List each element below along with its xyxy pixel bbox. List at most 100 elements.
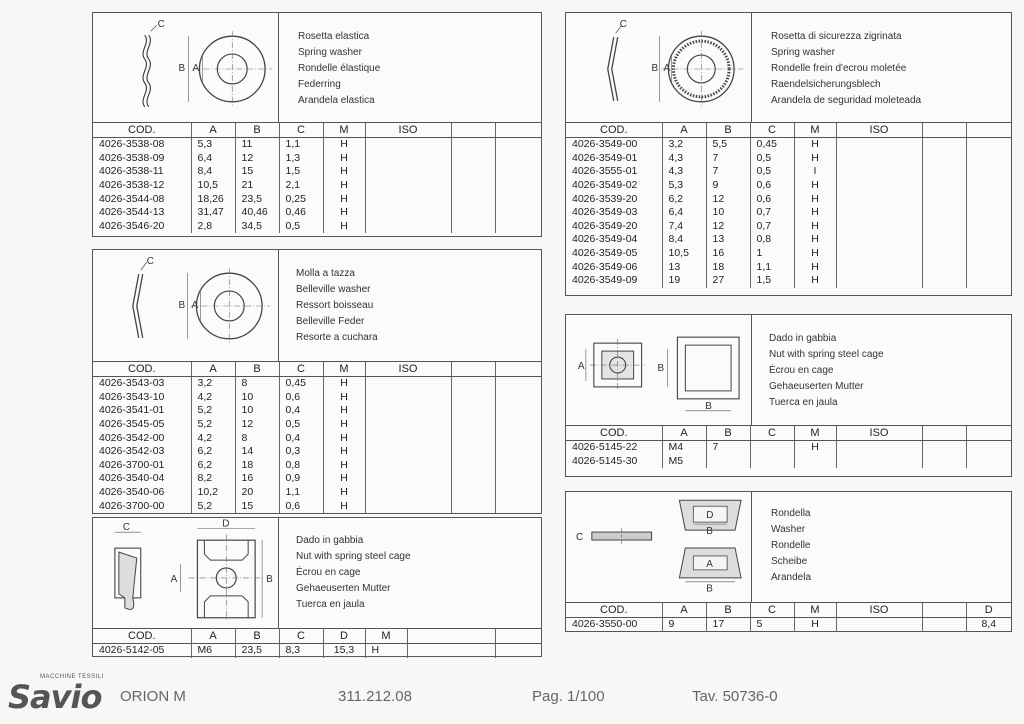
table-cell: 4026-3555-01 bbox=[572, 165, 638, 178]
column-header bbox=[921, 602, 966, 618]
table-cell bbox=[921, 137, 966, 152]
table-cell: 1,1 bbox=[278, 137, 323, 152]
table-cell bbox=[835, 260, 922, 274]
dim-label: C bbox=[123, 522, 130, 533]
table-cell bbox=[965, 192, 1011, 206]
table-cell bbox=[450, 178, 495, 193]
dim-label: C bbox=[158, 19, 165, 30]
column-header: M bbox=[793, 425, 836, 441]
table-cell: 0,7 bbox=[749, 205, 794, 220]
description-line: Spring washer bbox=[298, 47, 362, 58]
table-cell: 10 bbox=[234, 404, 279, 418]
table-cell bbox=[965, 219, 1011, 234]
table-cell: 20 bbox=[234, 485, 279, 500]
description-line: Dado in gabbia bbox=[769, 333, 837, 344]
dim-label: A bbox=[191, 300, 198, 311]
dim-label: D bbox=[222, 518, 229, 529]
table-cell: 4026-3540-04 bbox=[99, 472, 165, 485]
table-cell: 6,2 bbox=[190, 458, 235, 473]
table-cell bbox=[921, 617, 966, 632]
column-header bbox=[965, 122, 1011, 138]
table-cell: 14 bbox=[234, 444, 279, 459]
table-cell: 9 bbox=[705, 178, 750, 193]
table-cell: H bbox=[793, 205, 836, 220]
table-cell: 5,2 bbox=[190, 404, 235, 418]
table-cell bbox=[965, 151, 1011, 166]
table-cell bbox=[965, 137, 1011, 152]
table-cell: 4026-3700-00 bbox=[99, 499, 165, 512]
table-cell: 15 bbox=[234, 499, 279, 513]
table-cell: 3,2 bbox=[190, 376, 235, 391]
table-cell bbox=[835, 233, 922, 247]
table-cell bbox=[705, 454, 750, 469]
dim-label: A bbox=[578, 361, 585, 372]
table-cell bbox=[450, 151, 495, 166]
table-cell: 8,4 bbox=[661, 233, 706, 247]
dim-label: C bbox=[576, 532, 583, 543]
table-cell: 0,7 bbox=[749, 219, 794, 234]
table-cell bbox=[494, 137, 541, 152]
table-cell: 1,1 bbox=[278, 485, 323, 500]
table-cell: 0,5 bbox=[278, 417, 323, 432]
table-cell bbox=[450, 485, 495, 500]
table-cell bbox=[450, 417, 495, 432]
table-cell: 4026-3549-06 bbox=[572, 260, 638, 273]
description-line: Molla a tazza bbox=[296, 268, 355, 279]
table-cell: 34,5 bbox=[234, 219, 279, 234]
document-code: 311.212.08 bbox=[338, 688, 412, 705]
column-header bbox=[494, 361, 541, 377]
column-header bbox=[494, 628, 541, 644]
table-cell: H bbox=[793, 617, 836, 632]
table-cell bbox=[364, 404, 451, 418]
table-cell: 40,46 bbox=[234, 205, 279, 220]
description-line: Federring bbox=[298, 79, 341, 90]
dim-label: B bbox=[706, 584, 713, 595]
column-header bbox=[494, 122, 541, 138]
table-cell: 4026-3544-08 bbox=[99, 192, 165, 205]
description-line: Ressort boisseau bbox=[296, 300, 374, 311]
table-cell: 12 bbox=[705, 192, 750, 206]
table-cell bbox=[364, 499, 451, 513]
drawing-belleville-washer: C B A bbox=[93, 250, 279, 361]
table-cell: 4026-5145-22 bbox=[572, 441, 638, 454]
dim-label: C bbox=[620, 19, 627, 30]
table-cell bbox=[921, 178, 966, 193]
description-line: Tuerca en jaula bbox=[296, 599, 365, 610]
table-cell bbox=[921, 440, 966, 455]
table-cell: 4026-5142-05 bbox=[99, 644, 165, 657]
table-cell bbox=[965, 165, 1011, 179]
table-cell: 8 bbox=[234, 376, 279, 391]
table-cell bbox=[835, 617, 922, 632]
table-cell bbox=[494, 390, 541, 405]
description-line: Scheibe bbox=[771, 556, 808, 567]
column-header: A bbox=[661, 602, 706, 618]
drawing-cage-nut-small: A B B bbox=[566, 315, 752, 425]
table-cell: 18 bbox=[234, 458, 279, 473]
table-cell: I bbox=[793, 165, 836, 179]
table-cell: H bbox=[793, 440, 836, 455]
table-cell: 16 bbox=[234, 472, 279, 486]
table-cell bbox=[494, 205, 541, 220]
table-cell: 0,8 bbox=[749, 233, 794, 247]
table-cell: 23,5 bbox=[234, 643, 279, 658]
table-cell: 4026-3543-10 bbox=[99, 390, 165, 403]
column-header: M bbox=[793, 122, 836, 138]
table-cell: H bbox=[322, 219, 365, 234]
logo-subtitle: MACCHINE TESSILI bbox=[40, 674, 104, 680]
description-line: Rondelle frein d'ecrou moletée bbox=[771, 63, 907, 74]
table-cell: 4026-3538-08 bbox=[99, 138, 165, 151]
table-cell bbox=[494, 376, 541, 391]
table-cell: 6,2 bbox=[190, 444, 235, 459]
